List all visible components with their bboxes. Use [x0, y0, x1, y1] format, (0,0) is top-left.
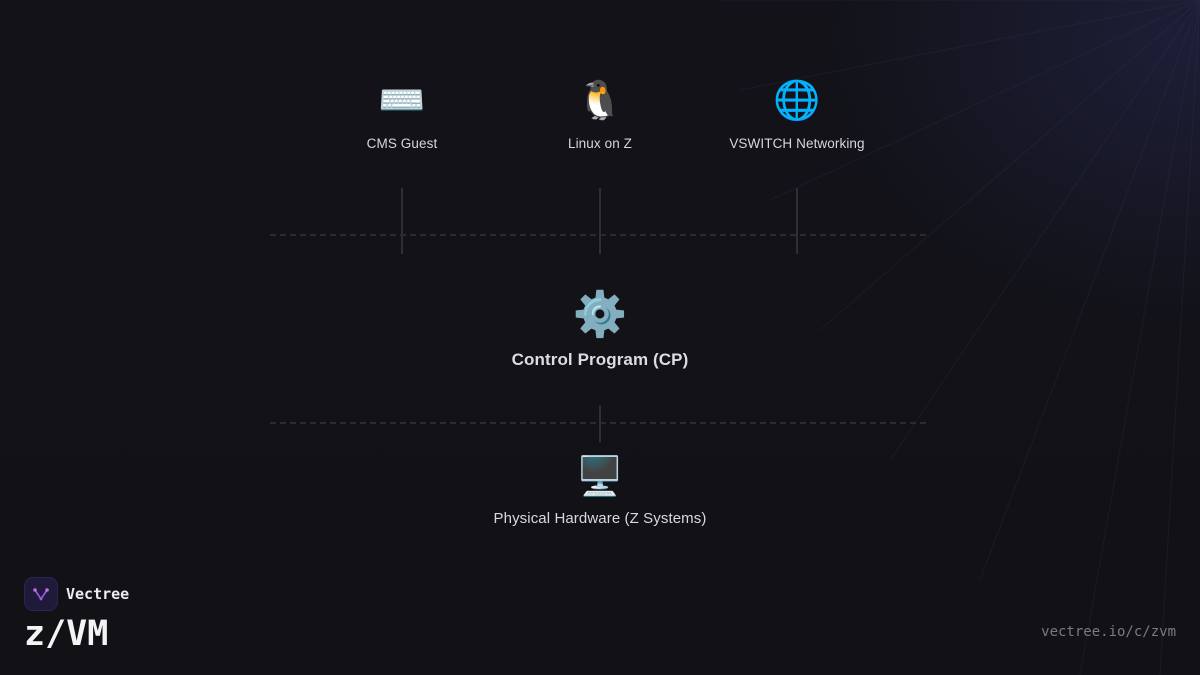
source-url: vectree.io/c/zvm	[1041, 624, 1176, 640]
layer-divider-guests	[270, 234, 926, 236]
desktop-computer-icon: 🖥️	[576, 456, 624, 498]
node-label: Linux on Z	[567, 136, 633, 151]
node-label: VSWITCH Networking	[729, 136, 865, 151]
brand-row: Vectree	[24, 577, 129, 611]
node-vswitch-networking: 🌐 VSWITCH Networking	[687, 78, 907, 151]
connector-linux-on-z	[599, 188, 601, 254]
brand-block: Vectree z/VM	[24, 577, 129, 655]
background-rays-decoration	[720, 0, 1200, 675]
connector-vswitch	[796, 188, 798, 254]
brand-name: Vectree	[66, 585, 130, 603]
layer-divider-hardware	[270, 422, 926, 424]
penguin-icon: 🐧	[576, 80, 624, 122]
node-label: Physical Hardware (Z Systems)	[493, 510, 707, 527]
node-physical-hardware: 🖥️ Physical Hardware (Z Systems)	[440, 454, 760, 527]
node-control-program: ⚙️ Control Program (CP)	[450, 290, 750, 370]
globe-icon: 🌐	[773, 80, 821, 122]
vectree-logo-icon	[24, 577, 58, 611]
node-cms-guest: ⌨️ CMS Guest	[292, 78, 512, 151]
connector-cms-guest	[401, 188, 403, 254]
gear-icon: ⚙️	[572, 290, 628, 339]
node-label: CMS Guest	[366, 136, 438, 151]
product-title: z/VM	[24, 614, 109, 654]
node-label: Control Program (CP)	[511, 350, 689, 369]
node-linux-on-z: 🐧 Linux on Z	[490, 78, 710, 151]
keyboard-icon: ⌨️	[378, 80, 426, 122]
